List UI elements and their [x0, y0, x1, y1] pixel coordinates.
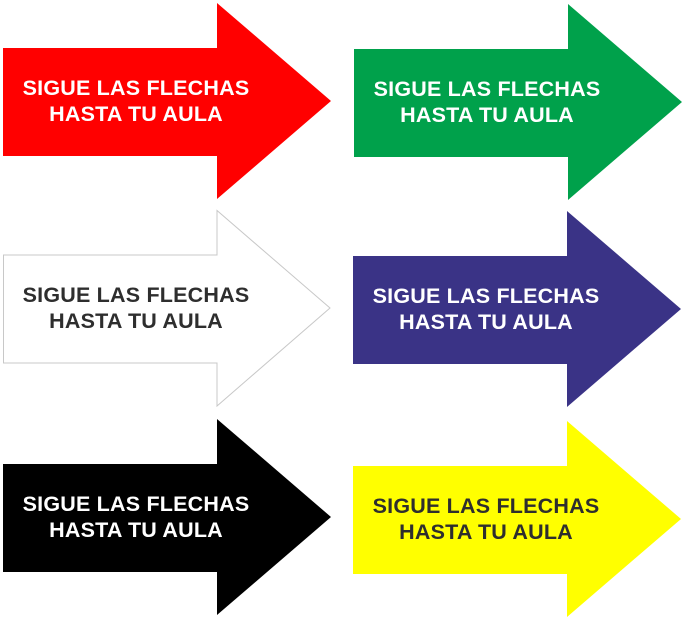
arrow-label: SIGUE LAS FLECHAS HASTA TU AULA	[353, 493, 619, 545]
arrow-label-line-2: HASTA TU AULA	[400, 103, 574, 127]
arrow-yellow: SIGUE LAS FLECHAS HASTA TU AULA	[353, 421, 683, 621]
arrow-label: SIGUE LAS FLECHAS HASTA TU AULA	[354, 76, 620, 128]
arrow-right-icon	[353, 421, 681, 617]
arrow-label-line-2: HASTA TU AULA	[49, 102, 223, 126]
arrow-label: SIGUE LAS FLECHAS HASTA TU AULA	[353, 283, 619, 335]
arrow-red: SIGUE LAS FLECHAS HASTA TU AULA	[3, 3, 333, 203]
arrow-label: SIGUE LAS FLECHAS HASTA TU AULA	[3, 75, 269, 127]
arrow-label-line-1: SIGUE LAS FLECHAS	[22, 76, 250, 100]
arrow-label-line-1: SIGUE LAS FLECHAS	[372, 494, 600, 518]
arrow-white: SIGUE LAS FLECHAS HASTA TU AULA	[3, 209, 333, 410]
arrow-label-line-1: SIGUE LAS FLECHAS	[22, 492, 250, 516]
arrow-right-icon	[354, 4, 682, 200]
arrow-green: SIGUE LAS FLECHAS HASTA TU AULA	[354, 4, 684, 204]
arrow-label-line-2: HASTA TU AULA	[399, 520, 573, 544]
arrow-right-icon	[353, 211, 681, 407]
arrow-right-icon	[3, 419, 331, 615]
arrow-label-line-1: SIGUE LAS FLECHAS	[373, 77, 601, 101]
arrow-label-line-2: HASTA TU AULA	[399, 310, 573, 334]
arrow-label: SIGUE LAS FLECHAS HASTA TU AULA	[3, 282, 269, 334]
arrow-label-line-2: HASTA TU AULA	[49, 518, 223, 542]
arrow-right-icon	[3, 3, 331, 199]
arrow-label-line-1: SIGUE LAS FLECHAS	[22, 283, 250, 307]
arrow-label-line-2: HASTA TU AULA	[49, 309, 223, 333]
arrow-label-line-1: SIGUE LAS FLECHAS	[372, 284, 600, 308]
arrow-right-icon	[3, 209, 331, 408]
arrow-black: SIGUE LAS FLECHAS HASTA TU AULA	[3, 419, 333, 619]
arrow-label: SIGUE LAS FLECHAS HASTA TU AULA	[3, 491, 269, 543]
arrow-blue: SIGUE LAS FLECHAS HASTA TU AULA	[353, 211, 683, 411]
